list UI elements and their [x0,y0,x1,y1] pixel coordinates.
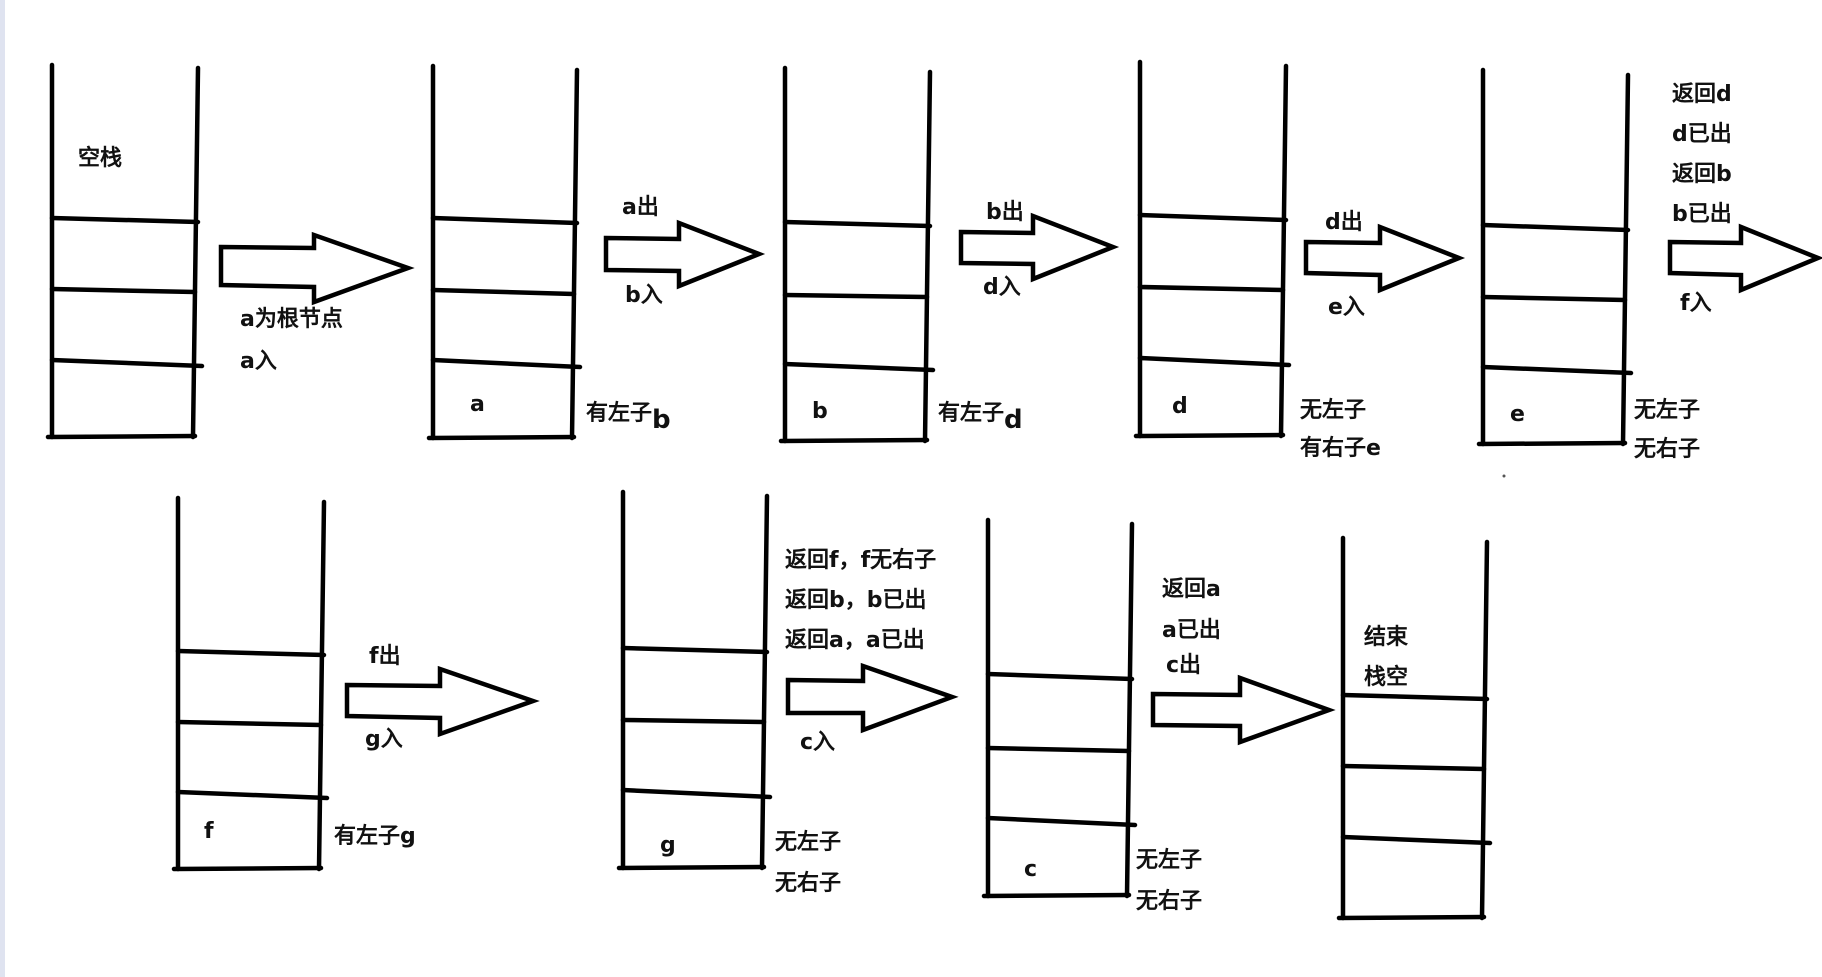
stack-2-note-main: 有左子 [586,401,653,426]
arrow-2-label-bottom: b入 [625,283,663,308]
stack-3 [778,65,936,444]
arrow-6-label-top: f出 [369,644,401,669]
stack-3-note: 有左子d [938,398,1023,434]
stack-2-cell-a: a [470,392,485,417]
stack-9-label-line1: 结束 [1364,625,1409,650]
stack-6-cell-f: f [204,819,214,844]
arrow-6 [344,665,540,738]
stack-7-note-line2: 无右子 [775,871,842,896]
arrow-2 [603,219,766,290]
stack-8 [981,517,1138,899]
stack-2 [426,63,583,441]
stack-5-cell-e: e [1510,402,1525,427]
stack-2-note: 有左子b [586,398,671,434]
arrow-7-label-line2: 返回b，b已出 [785,588,927,613]
arrow-1 [218,231,415,306]
arrow-5-label-line2: d已出 [1672,122,1732,147]
stack-4-note-line1: 无左子 [1300,398,1367,423]
stack-9 [1336,535,1493,921]
arrow-5 [1667,223,1822,294]
stack-7-note-line1: 无左子 [775,830,842,855]
arrow-8-label-line2: a已出 [1162,618,1221,643]
arrow-6-label-bottom: g入 [365,727,403,752]
arrow-1-label-line2: a入 [240,349,277,374]
stack-3-note-sub: d [1004,405,1023,435]
arrow-4 [1303,223,1466,294]
stack-3-note-main: 有左子 [938,401,1005,426]
stack-8-note-line2: 无右子 [1136,889,1203,914]
stack-1 [45,62,205,440]
stack-4 [1133,59,1292,439]
arrow-3-label-top: b出 [986,200,1024,225]
stack-3-cell-b: b [812,399,828,424]
arrow-8-label-line1: 返回a [1162,577,1221,602]
arrow-4-label-top: d出 [1325,210,1363,235]
arrow-2-label-top: a出 [622,195,659,220]
stack-7-cell-g: g [660,833,676,858]
stack-8-cell-c: c [1024,857,1038,882]
arrow-8 [1150,674,1336,746]
stack-6-note: 有左子g [334,824,416,849]
arrow-7 [785,662,959,734]
arrow-8-label-line3: c出 [1166,653,1202,678]
stack-6 [171,495,330,872]
arrow-7-label-bottom: c入 [800,730,836,755]
stack-7 [616,489,773,871]
window-edge-strip [0,0,5,977]
arrow-5-label-line4: b已出 [1672,202,1732,227]
arrow-7-label-line3: 返回a，a已出 [785,628,925,653]
arrow-3-label-bottom: d入 [983,275,1021,300]
stack-9-label-line2: 栈空 [1364,665,1409,690]
arrow-5-label-bottom: f入 [1680,291,1712,316]
arrow-3 [958,212,1120,283]
stack-1-empty-label: 空栈 [78,146,123,171]
stack-5-note-line1: 无左子 [1634,398,1701,423]
arrow-1-label-line1: a为根节点 [240,307,343,332]
arrow-4-label-bottom: e入 [1328,295,1365,320]
stack-4-cell-d: d [1172,394,1188,419]
arrow-7-label-line1: 返回f，f无右子 [785,548,937,573]
arrow-5-label-line1: 返回d [1672,82,1732,107]
stack-4-note-line2: 有右子e [1300,436,1381,461]
arrow-5-label-line3: 返回b [1672,162,1732,187]
stack-8-note-line1: 无左子 [1136,848,1203,873]
stack-5-note-line2: 无右子 [1634,437,1701,462]
stack-2-note-sub: b [652,405,671,435]
stack-5 [1476,67,1634,447]
